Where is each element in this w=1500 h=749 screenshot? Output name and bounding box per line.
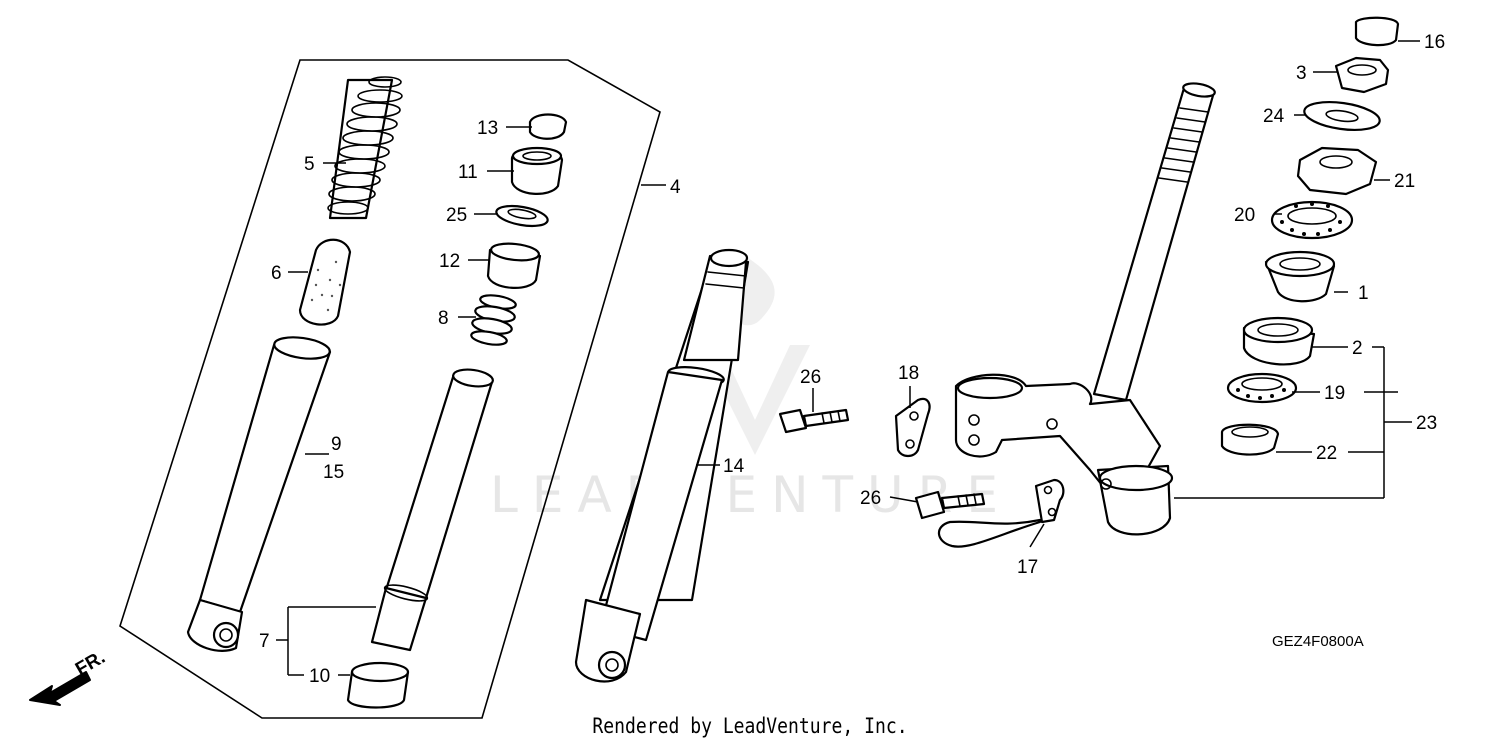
- race-2: [1242, 316, 1316, 366]
- callout-5: 5: [304, 154, 315, 175]
- callout-11: 11: [458, 162, 478, 183]
- callout-2: 2: [1352, 338, 1363, 359]
- callout-25: 25: [446, 205, 467, 226]
- dust-seal-16: [1354, 16, 1400, 47]
- bolt-upper: [778, 408, 850, 434]
- callout-18: 18: [898, 363, 919, 384]
- race-1: [1264, 250, 1336, 303]
- callout-10: 10: [309, 666, 330, 687]
- callout-7: 7: [259, 631, 270, 652]
- fork-inner-pipe: [370, 368, 494, 652]
- bearing-19: [1226, 372, 1298, 404]
- callout-labels: 1 2 3 4 5 6 7 8 9 10 11 12 13 14 15 16 1…: [259, 32, 1445, 687]
- fork-outer-tube: [186, 336, 332, 652]
- leader-lines: [276, 40, 1420, 676]
- front-direction-arrow-icon: FR.: [29, 647, 109, 706]
- callout-16: 16: [1424, 32, 1445, 53]
- washer: [495, 204, 549, 228]
- callout-9: 9: [331, 434, 342, 455]
- watermark: LEADVENTURE: [490, 250, 1012, 524]
- fork-leg: [574, 248, 750, 683]
- cap: [528, 113, 568, 140]
- callout-1: 1: [1358, 283, 1369, 304]
- callout-26-lower: 26: [860, 488, 881, 509]
- callout-6: 6: [271, 263, 282, 284]
- oil-seal: [510, 146, 564, 195]
- small-spring: [470, 294, 517, 346]
- stopper-rubber: [298, 238, 352, 326]
- credit-text: Rendered by LeadVenture, Inc.: [592, 714, 908, 738]
- callout-12: 12: [439, 251, 460, 272]
- callout-19: 19: [1324, 383, 1345, 404]
- steering-stem: [954, 82, 1216, 536]
- callout-8: 8: [438, 308, 449, 329]
- collar: [486, 242, 542, 289]
- bearing-20: [1270, 200, 1354, 240]
- front-direction-label: FR.: [72, 647, 109, 680]
- callout-14: 14: [723, 456, 745, 477]
- bracket: [937, 478, 1065, 548]
- bushing: [346, 661, 410, 709]
- watermark-text: LEADVENTURE: [490, 466, 1012, 524]
- fork-assembly-outline: [119, 59, 661, 719]
- callout-15: 15: [323, 462, 344, 483]
- callout-26-upper: 26: [800, 367, 821, 388]
- callout-20: 20: [1234, 205, 1255, 226]
- callout-17: 17: [1017, 557, 1038, 578]
- callout-21: 21: [1394, 171, 1415, 192]
- adjusting-nut-21: [1296, 146, 1378, 196]
- washer-24: [1303, 100, 1381, 132]
- seal-22: [1220, 423, 1280, 456]
- callout-4: 4: [670, 177, 681, 198]
- diagram-code: GEZ4F0800A: [1272, 633, 1364, 650]
- lock-nut-3: [1334, 56, 1390, 94]
- callout-3: 3: [1296, 63, 1307, 84]
- bolt-lower: [914, 490, 986, 520]
- callout-22: 22: [1316, 443, 1337, 464]
- callout-24: 24: [1263, 106, 1285, 127]
- callout-23: 23: [1416, 413, 1437, 434]
- fork-spring: [327, 76, 403, 220]
- plate: [894, 397, 931, 458]
- callout-13: 13: [477, 118, 498, 139]
